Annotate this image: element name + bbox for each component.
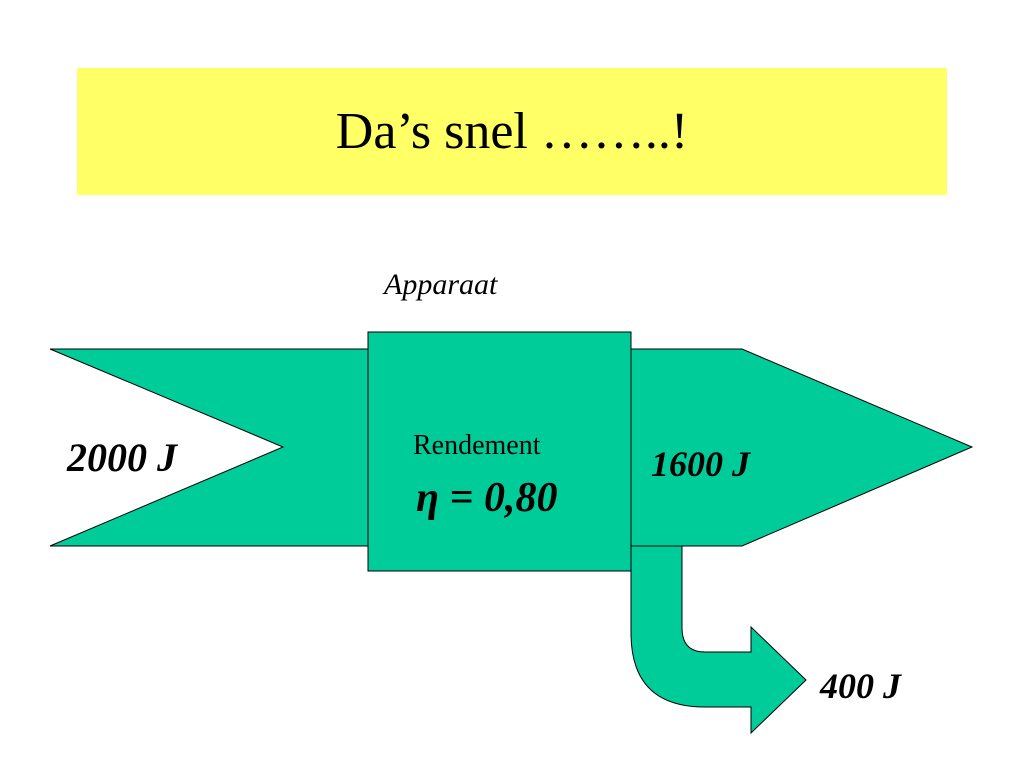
input-energy-label: 2000 J <box>67 435 177 480</box>
efficiency-word-label: Rendement <box>413 430 541 461</box>
efficiency-formula: η = 0,80 <box>416 475 558 521</box>
device-label: Apparaat <box>384 268 498 301</box>
loss-energy-arrow <box>630 545 807 735</box>
output-energy-label: 1600 J <box>651 444 750 484</box>
title-box: Da’s snel ……..! <box>77 68 947 195</box>
device-box <box>367 331 632 572</box>
slide-title: Da’s snel ……..! <box>335 103 689 160</box>
loss-energy-label: 400 J <box>820 666 901 706</box>
input-energy-band <box>49 348 369 547</box>
